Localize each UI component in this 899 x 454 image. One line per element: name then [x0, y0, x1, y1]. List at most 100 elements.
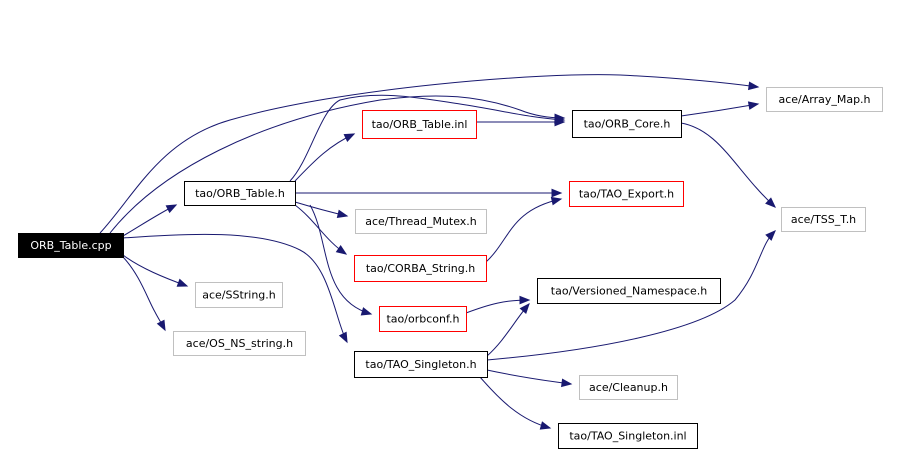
- arrow-head: [765, 197, 776, 208]
- edge-tao_orb_core_h-to-ace_array_map_h: [680, 101, 760, 117]
- edge-tao_tao_singleton_h-to-ace_tss_t_h: [486, 230, 776, 361]
- node-ace_cleanup_h[interactable]: ace/Cleanup.h: [579, 375, 678, 400]
- edge-line: [122, 254, 188, 287]
- node-box: [184, 181, 296, 206]
- arrow-head: [539, 421, 552, 430]
- arrow-head: [338, 331, 348, 344]
- node-box: [195, 282, 283, 308]
- edge-orb_table_cpp-to-tao_orb_table_h: [122, 204, 178, 237]
- arrow-head: [336, 209, 349, 219]
- node-tao_tao_export_h[interactable]: tao/TAO_Export.h: [569, 181, 684, 207]
- node-label: ace/Array_Map.h: [778, 93, 870, 106]
- node-tao_orbconf_h[interactable]: tao/orbconf.h: [379, 306, 467, 332]
- node-box: [379, 306, 467, 332]
- node-box: [354, 351, 488, 378]
- edge-tao_corba_string_h-to-tao_tao_export_h: [485, 196, 563, 263]
- node-box: [354, 255, 487, 282]
- node-tao_orb_core_h[interactable]: tao/ORB_Core.h: [572, 110, 682, 138]
- edge-line: [486, 369, 572, 385]
- node-label: tao/ORB_Table.inl: [372, 118, 468, 131]
- node-box: [173, 331, 306, 356]
- node-label: tao/CORBA_String.h: [366, 262, 475, 275]
- node-tao_orb_table_h[interactable]: tao/ORB_Table.h: [184, 181, 296, 206]
- node-label: tao/ORB_Core.h: [584, 118, 671, 131]
- node-tao_orb_table_inl[interactable]: tao/ORB_Table.inl: [362, 110, 477, 139]
- node-label: tao/ORB_Table.h: [195, 187, 285, 200]
- node-box: [537, 278, 721, 304]
- edge-line: [486, 230, 776, 361]
- arrow-head: [747, 101, 760, 110]
- edge-line: [680, 122, 776, 208]
- arrow-head: [519, 295, 531, 305]
- node-label: tao/TAO_Export.h: [579, 188, 674, 201]
- nodes-layer: ORB_Table.cpp tao/ORB_Table.h tao/ORB_Tabl…: [18, 87, 883, 449]
- edge-tao_orb_table_h-to-tao_orbconf_h: [309, 204, 373, 316]
- node-tao_tao_singleton_inl[interactable]: tao/TAO_Singleton.inl: [558, 423, 698, 449]
- node-tao_corba_string_h[interactable]: tao/CORBA_String.h: [354, 255, 487, 282]
- edge-line: [486, 303, 530, 357]
- arrow-head: [519, 302, 530, 315]
- edge-tao_tao_singleton_h-to-ace_cleanup_h: [486, 369, 573, 388]
- edge-tao_tao_singleton_h-to-tao_versioned_namespace_h: [486, 302, 530, 357]
- node-ace_tss_t_h[interactable]: ace/TSS_T.h: [781, 207, 866, 232]
- node-box: [355, 209, 487, 234]
- edge-orb_table_cpp-to-ace_sstring_h: [122, 254, 189, 287]
- edge-line: [294, 133, 355, 182]
- node-box: [572, 110, 682, 138]
- node-orb_table_cpp: ORB_Table.cpp: [18, 233, 124, 258]
- node-label: ace/Thread_Mutex.h: [365, 215, 477, 228]
- arrow-head: [561, 378, 573, 388]
- edge-line: [485, 198, 562, 263]
- edge-line: [99, 74, 759, 234]
- arrow-head: [360, 307, 373, 316]
- arrow-head: [551, 188, 563, 198]
- edge-tao_orb_table_h-to-tao_orb_table_inl: [294, 133, 356, 182]
- node-box: [766, 87, 883, 112]
- arrow-head: [765, 230, 776, 241]
- arrow-head: [335, 245, 348, 255]
- edge-tao_orb_table_inl-to-tao_orb_core_h: [476, 117, 566, 127]
- arrow-head: [550, 196, 563, 206]
- edge-line: [309, 204, 372, 315]
- edge-tao_orbconf_h-to-tao_versioned_namespace_h: [465, 295, 531, 314]
- node-label: ace/SString.h: [202, 289, 276, 302]
- arrow-head: [554, 117, 566, 127]
- node-box: [579, 375, 678, 400]
- edge-line: [680, 103, 759, 117]
- node-label: ace/OS_NS_string.h: [186, 337, 293, 350]
- edge-orb_table_cpp-to-tao_tao_singleton_h: [122, 233, 348, 344]
- node-ace_sstring_h[interactable]: ace/SString.h: [195, 282, 283, 308]
- node-ace_array_map_h[interactable]: ace/Array_Map.h: [766, 87, 883, 112]
- node-label: ORB_Table.cpp: [30, 239, 111, 252]
- node-tao_tao_singleton_h[interactable]: tao/TAO_Singleton.h: [354, 351, 488, 378]
- edge-line: [479, 376, 551, 429]
- node-label: tao/TAO_Singleton.h: [365, 358, 476, 371]
- node-label: tao/orbconf.h: [386, 313, 459, 326]
- node-tao_versioned_namespace_h[interactable]: tao/Versioned_Namespace.h: [537, 278, 721, 304]
- node-label: ace/Cleanup.h: [589, 381, 668, 394]
- edge-line: [122, 233, 348, 343]
- node-box: [569, 181, 684, 207]
- arrow-head: [156, 319, 166, 332]
- node-ace_os_ns_string_h[interactable]: ace/OS_NS_string.h: [173, 331, 306, 356]
- edge-orb_table_cpp-to-ace_os_ns_string_h: [122, 256, 166, 332]
- node-label: tao/TAO_Singleton.inl: [569, 430, 686, 443]
- node-label: tao/Versioned_Namespace.h: [551, 285, 707, 298]
- node-ace_thread_mutex_h[interactable]: ace/Thread_Mutex.h: [355, 209, 487, 234]
- edge-line: [289, 94, 565, 182]
- node-label: ace/TSS_T.h: [791, 213, 856, 226]
- arrow-head: [343, 133, 356, 142]
- edge-orb_table_cpp-to-tao_orb_core_h: [109, 95, 566, 234]
- edge-orb_table_cpp-to-ace_array_map_h: [99, 74, 760, 234]
- edges-layer: [99, 74, 776, 430]
- arrow-head: [176, 278, 189, 287]
- node-box: [781, 207, 866, 232]
- arrow-head: [748, 81, 760, 91]
- edge-tao_tao_singleton_h-to-tao_tao_singleton_inl: [479, 376, 552, 430]
- edge-tao_orb_table_h-to-tao_tao_export_h: [295, 188, 563, 198]
- edge-line: [109, 95, 565, 234]
- edge-tao_orb_table_h-to-tao_corba_string_h: [294, 204, 348, 255]
- edge-tao_orb_core_h-to-ace_tss_t_h: [680, 122, 776, 208]
- node-box: [18, 233, 124, 258]
